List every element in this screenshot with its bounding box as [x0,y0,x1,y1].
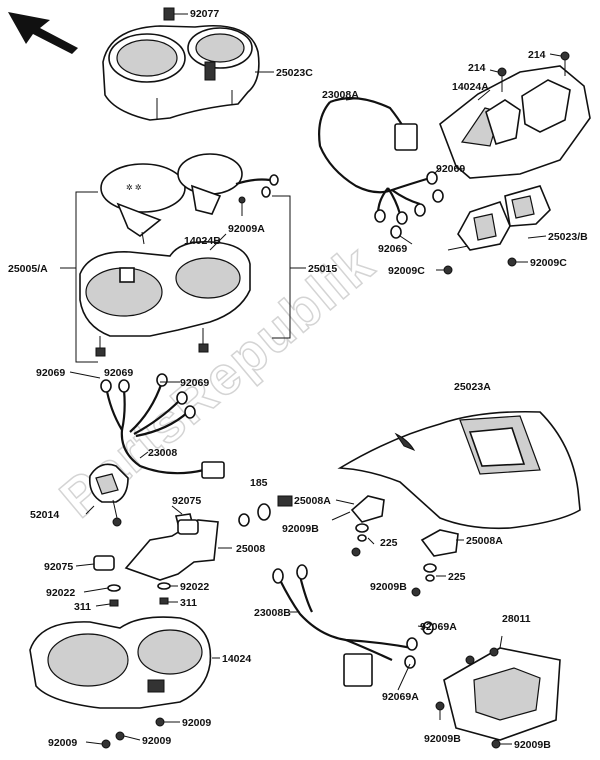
washers-nuts [107,582,171,607]
label-25023b: 25023/B [548,231,588,243]
label-23008: 23008 [148,447,177,459]
mounts-92075 [93,519,199,571]
label-14024b: 14024B [184,235,221,247]
label-92022-left: 92022 [46,587,75,599]
label-92069a-upper: 92069A [420,621,457,633]
label-25008a-lower: 25008A [466,535,503,547]
label-52014: 52014 [30,509,59,521]
front-direction-arrow [8,12,78,54]
label-214-left: 214 [468,62,486,74]
group-bracket-25015 [272,195,291,339]
callout-labels: 92077 25023C 214 214 14024A 23008A 92069… [8,8,588,751]
label-25015: 25015 [308,263,337,275]
label-92009c-left: 92009C [388,265,425,277]
label-225-upper: 225 [380,537,398,549]
grommets-225 [351,523,437,597]
label-225-lower: 225 [448,571,466,583]
label-14024a: 14024A [452,81,489,93]
label-14024: 14024 [222,653,251,665]
label-92009a: 92009A [228,223,265,235]
wire-harness-23008b [272,564,434,687]
label-214-right: 214 [528,49,546,61]
label-92009-upper: 92009 [182,717,211,729]
indicator-housing-25023b [447,185,551,251]
leader-lines [60,71,547,745]
meter-faces-25005a: ✲ ✲ [100,153,279,245]
label-23008b: 23008B [254,607,291,619]
label-185: 185 [250,477,268,489]
label-25023c: 25023C [276,67,313,79]
wire-harness-23008a [318,97,444,239]
collar-185 [238,495,293,527]
screw-92077 [163,7,188,21]
label-92009c-right: 92009C [530,257,567,269]
meter-cover-14024a [439,65,591,179]
label-28011: 28011 [502,613,531,625]
sensor-52014 [88,463,129,527]
wire-harness-23008 [100,373,225,479]
label-92009b-upper: 92009B [282,523,319,535]
label-92009b-lower-right: 92009B [514,739,551,751]
svg-text:✲ ✲: ✲ ✲ [126,183,142,192]
label-92069-a: 92069 [436,163,465,175]
label-92009-left: 92009 [48,737,77,749]
label-92069-b: 92069 [378,243,407,255]
screws-214 [489,51,570,92]
screws-92009 [101,717,165,749]
label-92069-d: 92069 [104,367,133,379]
label-92069a-lower: 92069A [382,691,419,703]
label-92075-lower: 92075 [44,561,73,573]
label-25023a: 25023A [454,381,491,393]
indicator-panel-28011 [435,647,561,749]
label-25005a: 25005/A [8,263,48,275]
label-92077: 92077 [190,8,219,20]
label-92009b-lower-left: 92009B [424,733,461,745]
label-25008a-upper: 25008A [294,495,331,507]
label-25008: 25008 [236,543,265,555]
label-92075-upper: 92075 [172,495,201,507]
screw-92009a [238,196,246,216]
meter-cover-14024 [29,616,212,709]
label-311-right: 311 [180,597,197,609]
label-311-left: 311 [74,601,91,613]
label-92022-right: 92022 [180,581,209,593]
fairing-25023a [337,410,581,530]
bracket-25008a-upper [350,495,385,523]
label-23008a: 23008A [322,89,359,101]
group-bracket-25005a [75,191,98,363]
bracket-25008a-lower [420,529,459,557]
meter-housing-25023c [102,24,260,121]
screws-92009c [436,257,528,275]
label-92069-e: 92069 [180,377,209,389]
label-92069-c: 92069 [36,367,65,379]
meter-case-14024b [79,240,251,357]
label-92009b-middle: 92009B [370,581,407,593]
label-92009-middle: 92009 [142,735,171,747]
